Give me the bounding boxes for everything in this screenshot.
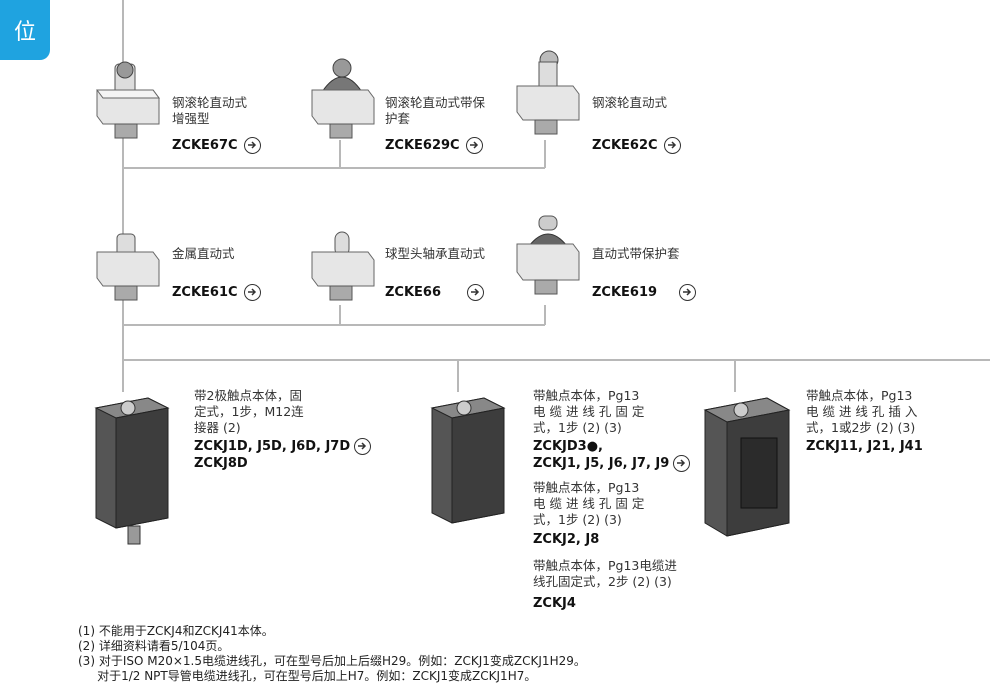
body-illustration-zckj1d [94, 397, 170, 545]
head-illustration-zcke62c [516, 50, 580, 135]
product-code-link[interactable]: ZCKE61C [172, 284, 261, 301]
product-code[interactable]: ZCKJ11, J21, J41 [806, 439, 923, 454]
head-illustration-zcke61c [96, 233, 160, 301]
arrow-right-icon [465, 137, 483, 154]
product-desc: 直动式带保护套 [592, 246, 680, 261]
arrow-right-icon [354, 438, 372, 455]
footnote: (1) 不能用于ZCKJ4和ZCKJ41本体。 [78, 624, 274, 638]
product-code-link[interactable]: ZCKE62C [592, 137, 681, 154]
product-code-link[interactable]: ZCKE619 [592, 284, 697, 301]
arrow-right-icon [673, 455, 691, 472]
head-illustration-zcke67c [96, 61, 160, 139]
product-desc: 钢滚轮直动式 [592, 95, 668, 110]
product-code[interactable]: ZCKJ2, J8 [533, 532, 600, 547]
product-desc: 球型头轴承直动式 [385, 246, 486, 261]
body-illustration-zckj1 [430, 397, 506, 524]
footnote: 对于1/2 NPT导管电缆进线孔，可在型号后加上H7。例如：ZCKJ1变成ZCK… [78, 669, 537, 683]
footnotes: (1) 不能用于ZCKJ4和ZCKJ41本体。 (2) 详细资料请看5/104页… [78, 624, 586, 684]
arrow-right-icon [243, 284, 261, 301]
section-tab: 位 [0, 0, 50, 60]
arrow-right-icon [243, 137, 261, 154]
product-code-link[interactable]: ZCKE66 [385, 284, 485, 301]
product-code-block[interactable]: ZCKJ1D, J5D, J6D, J7D ZCKJ8D [194, 438, 372, 472]
product-code-link[interactable]: ZCKE629C [385, 137, 483, 154]
arrow-right-icon [467, 284, 485, 301]
product-desc: 金属直动式 [172, 246, 235, 261]
product-desc: 带触点本体，Pg13 电 缆 进 线 孔 固 定 式，1步 (2) (3) [533, 480, 645, 527]
head-illustration-zcke619 [516, 215, 580, 295]
footnote: (3) 对于ISO M20×1.5电缆进线孔，可在型号后加上后缀H29。例如：Z… [78, 654, 586, 668]
product-desc: 钢滚轮直动式增强型 [172, 95, 248, 126]
product-desc: 带触点本体，Pg13电缆进 线孔固定式，2步 (2) (3) [533, 558, 677, 589]
arrow-right-icon [663, 137, 681, 154]
product-desc: 带触点本体，Pg13 电 缆 进 线 孔 插 入 式，1或2步 (2) (3) [806, 388, 918, 435]
head-illustration-zcke66 [311, 231, 375, 301]
product-desc: 带触点本体，Pg13 电 缆 进 线 孔 固 定 式，1步 (2) (3) [533, 388, 645, 435]
arrow-right-icon [679, 284, 697, 301]
footnote: (2) 详细资料请看5/104页。 [78, 639, 230, 653]
section-tab-label: 位 [13, 20, 36, 45]
product-desc: 钢滚轮直动式带保护套 [385, 95, 486, 126]
product-code-block[interactable]: ZCKJD3●, ZCKJ1, J5, J6, J7, J9 [533, 438, 691, 472]
product-code[interactable]: ZCKJ4 [533, 596, 576, 611]
product-desc: 带2极触点本体，固 定式，1步，M12连 接器 (2) [194, 388, 304, 435]
body-illustration-zckj11 [703, 397, 791, 537]
product-code-link[interactable]: ZCKE67C [172, 137, 261, 154]
head-illustration-zcke629c [311, 58, 375, 139]
